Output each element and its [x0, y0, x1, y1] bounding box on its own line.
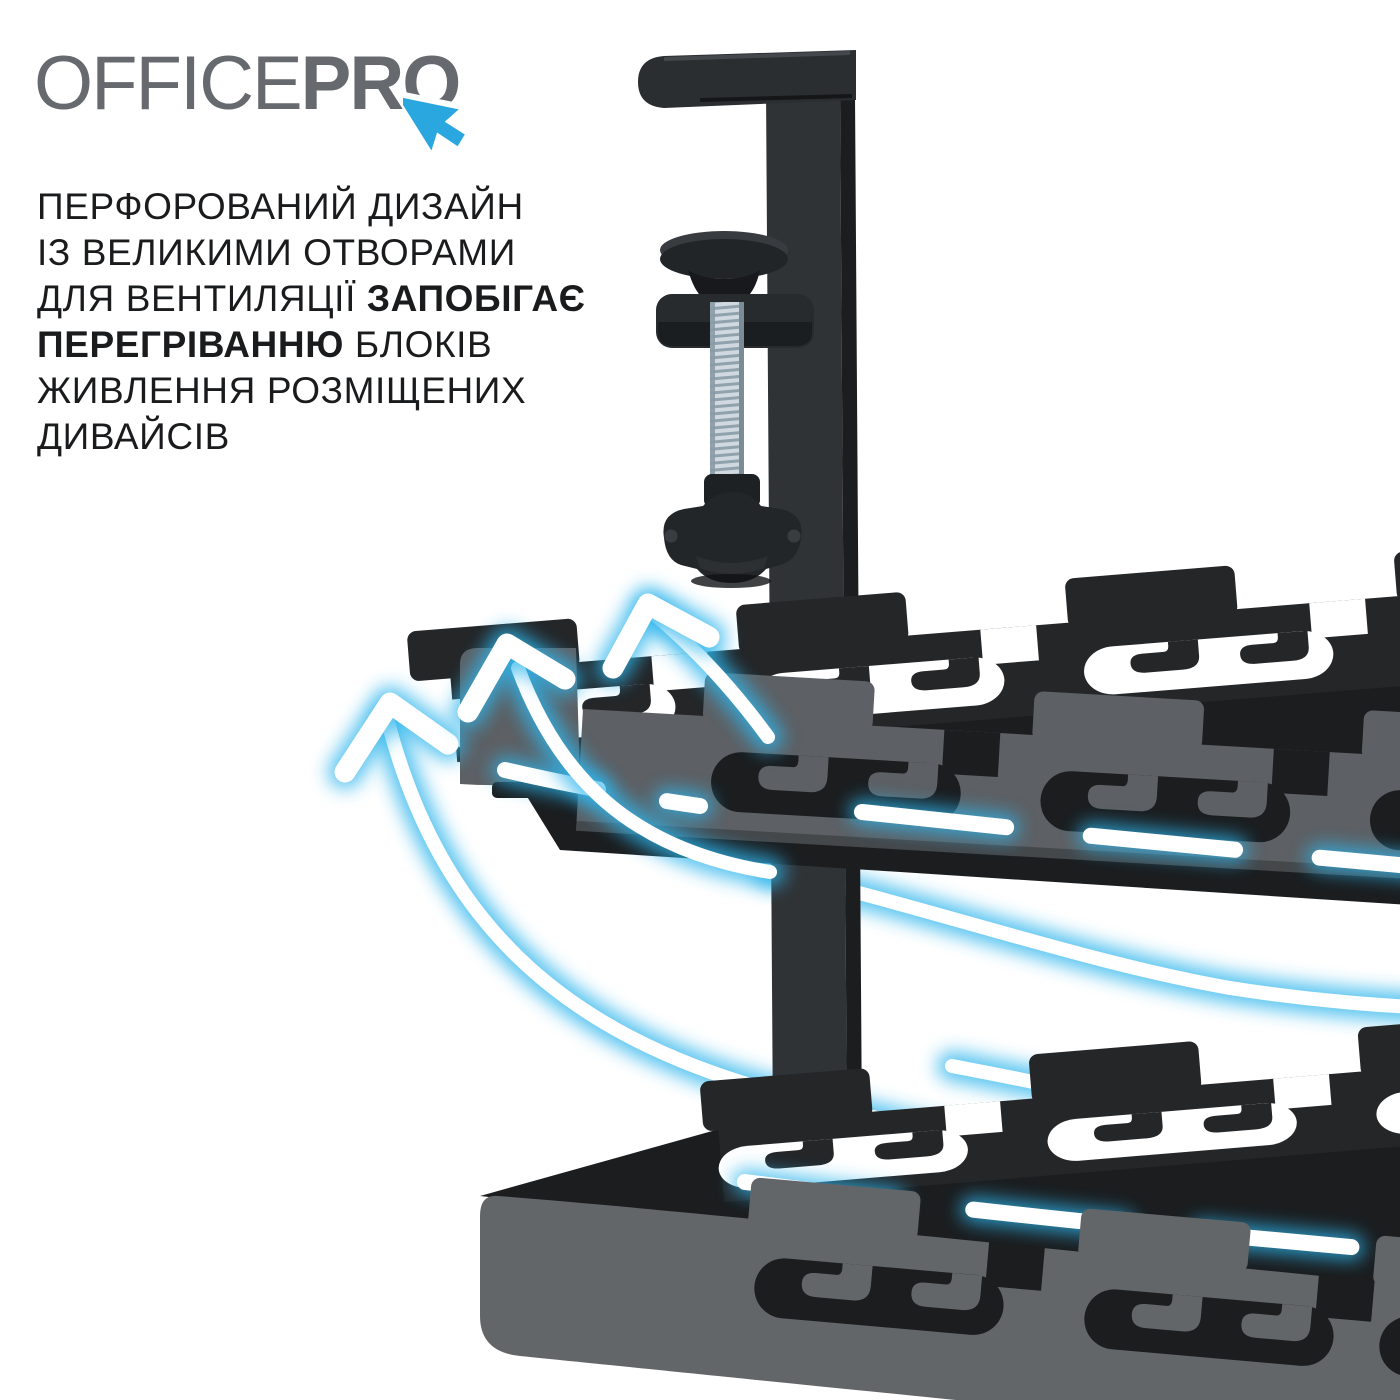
headline-text: ІЗ ВЕЛИКИМИ ОТВОРАМИ: [37, 232, 516, 273]
headline-line: ЖИВЛЕННЯ РОЗМІЩЕНИХ: [37, 368, 697, 414]
headline-line: ІЗ ВЕЛИКИМИ ОТВОРАМИ: [37, 230, 697, 276]
headline-line: ПЕРФОРОВАНИЙ ДИЗАЙН: [37, 184, 697, 230]
tray-front-wall: [480, 1177, 1400, 1400]
headline-text: ДЛЯ ВЕНТИЛЯЦІЇ: [37, 278, 367, 319]
airflow-arrow-icon: [596, 587, 726, 685]
tray-back-wall: [700, 1014, 1400, 1203]
clamp-knob: [663, 474, 802, 588]
headline-line: ПЕРЕГРІВАННЮ БЛОКІВ: [37, 322, 697, 368]
headline-line: ДЛЯ ВЕНТИЛЯЦІЇ ЗАПОБІГАЄ: [37, 276, 697, 322]
brand-logo: OFFICE PRO: [34, 46, 489, 170]
airflow-arrow-icon: [451, 627, 582, 729]
cursor-arrow-icon: [403, 90, 472, 157]
headline-line: ДИВАЙСІВ: [37, 414, 697, 460]
clamp-screw: [710, 302, 744, 488]
headline-text: ЖИВЛЕННЯ РОЗМІЩЕНИХ: [37, 370, 527, 411]
headline-text-bold: ЗАПОБІГАЄ: [366, 278, 586, 319]
clamp-pad: [660, 231, 788, 306]
cable-slot: [748, 1177, 1045, 1341]
headline-text: ПЕРФОРОВАНИЙ ДИЗАЙН: [37, 186, 524, 227]
cable-slot: [1078, 1208, 1375, 1372]
headline-text: БЛОКІВ: [343, 324, 493, 365]
headline: ПЕРФОРОВАНИЙ ДИЗАЙН ІЗ ВЕЛИКИМИ ОТВОРАМИ…: [37, 184, 697, 460]
desk-clamp: [638, 50, 856, 588]
clamp-top-arm: [638, 50, 856, 108]
cable-tray-lower: [480, 1014, 1400, 1400]
airflow-arrows: [328, 587, 785, 887]
logo-text-office: OFFICE: [34, 41, 303, 126]
headline-text-bold: ПЕРЕГРІВАННЮ: [37, 324, 344, 365]
headline-text: ДИВАЙСІВ: [37, 416, 230, 457]
airflow-arrow-icon: [328, 686, 465, 789]
